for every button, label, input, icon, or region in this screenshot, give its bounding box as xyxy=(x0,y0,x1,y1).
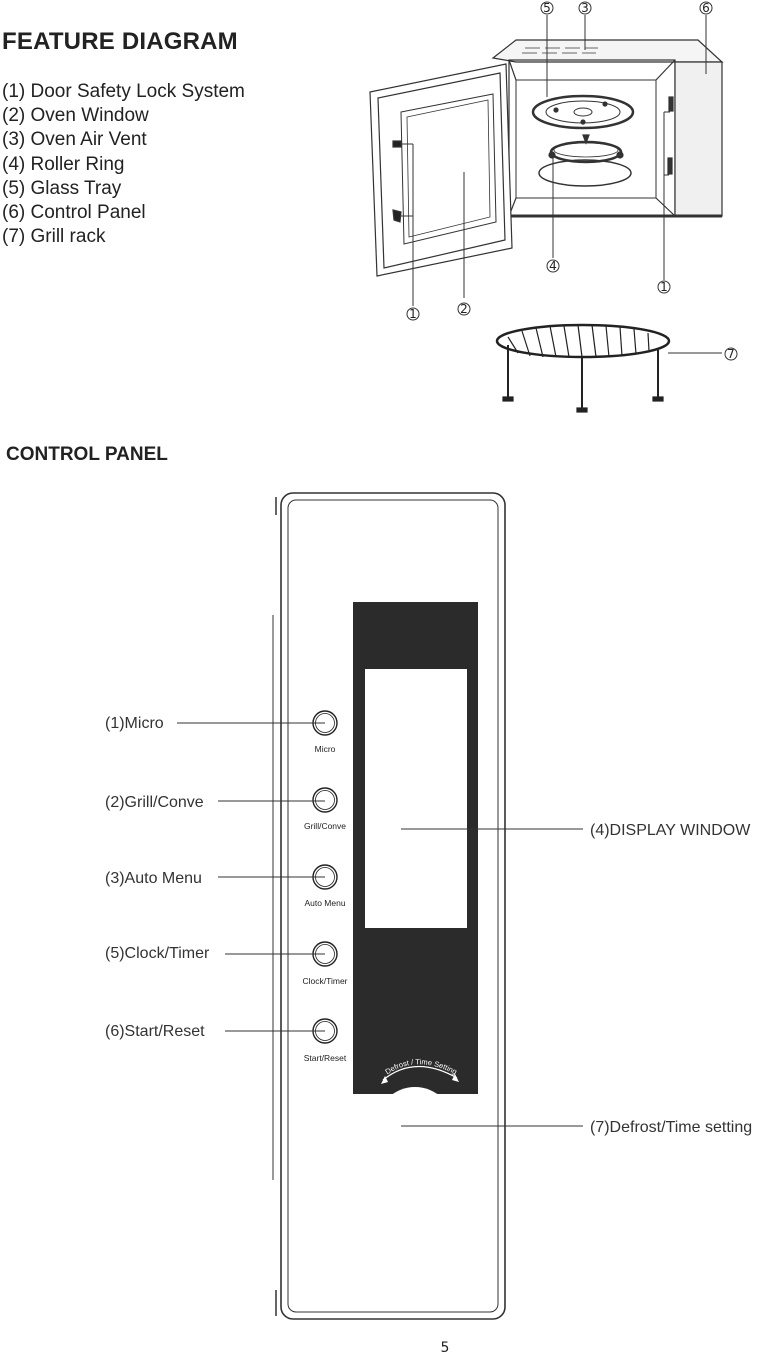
oven-top xyxy=(491,39,724,63)
cavity-floor xyxy=(538,159,632,187)
cavity-slot-bottom xyxy=(667,157,673,175)
page-number: 5 xyxy=(440,1340,450,1356)
dial-arc xyxy=(382,1065,458,1081)
door-lock-top xyxy=(392,140,402,148)
marker-4: 4 xyxy=(549,259,557,273)
oven-door xyxy=(369,63,513,277)
feature-item-glass-tray: (5) Glass Tray xyxy=(2,177,122,199)
defrost-time-dial xyxy=(376,1087,454,1165)
feature-item-air-vent: (3) Oven Air Vent xyxy=(2,129,147,151)
auto-menu-button[interactable] xyxy=(312,864,338,890)
feature-list: (1) Door Safety Lock System (2) Oven Win… xyxy=(2,80,245,249)
auto-menu-button-label: Auto Menu xyxy=(304,898,345,908)
marker-circle-5 xyxy=(540,1,554,15)
panel-frame-inner xyxy=(287,499,499,1313)
callout-auto-menu: (3)Auto Menu xyxy=(105,870,202,887)
callout-start-reset: (6)Start/Reset xyxy=(105,1023,205,1040)
micro-button-label: Micro xyxy=(315,744,336,754)
marker-5: 5 xyxy=(543,1,551,15)
feature-item-control-panel: (6) Control Panel xyxy=(2,202,146,224)
callout-leaders xyxy=(177,722,583,1127)
oven-illustration: 5 3 6 4 1 1 2 7 xyxy=(369,1,738,413)
oven-control-panel xyxy=(674,61,723,217)
clock-timer-button[interactable] xyxy=(312,941,338,967)
oven-body xyxy=(508,59,676,217)
grill-conve-button[interactable] xyxy=(312,787,338,813)
marker-3: 3 xyxy=(581,1,589,15)
callout-micro: (1)Micro xyxy=(105,715,164,732)
marker-circle-1-left xyxy=(406,307,420,321)
marker-2: 2 xyxy=(460,302,468,316)
feature-item-door-lock: (1) Door Safety Lock System xyxy=(2,81,245,102)
marker-circle-7 xyxy=(724,347,738,361)
control-panel-title: CONTROL PANEL xyxy=(6,444,168,465)
cavity-slot-top xyxy=(668,96,674,112)
start-reset-button[interactable] xyxy=(312,1018,338,1044)
callout-clock-timer: (5)Clock/Timer xyxy=(105,945,210,962)
marker-circle-2 xyxy=(457,302,471,316)
dark-panel xyxy=(353,602,478,1094)
roller-ring xyxy=(549,140,623,164)
feature-diagram-title: FEATURE DIAGRAM xyxy=(2,28,238,55)
vent-slots xyxy=(522,47,598,54)
door-lock-bottom xyxy=(392,209,402,223)
marker-7: 7 xyxy=(727,347,735,361)
grill-rack xyxy=(495,323,671,413)
callout-grill-conve: (2)Grill/Conve xyxy=(105,794,204,811)
grill-conve-button-label: Grill/Conve xyxy=(304,821,346,831)
feature-item-grill-rack: (7) Grill rack xyxy=(2,226,106,248)
feature-item-oven-window: (2) Oven Window xyxy=(2,105,149,127)
oven-door-inner xyxy=(377,72,506,269)
oven-window xyxy=(400,93,497,245)
marker-circle-6 xyxy=(699,1,713,15)
marker-1-left: 1 xyxy=(409,307,417,321)
marker-circle-3 xyxy=(578,1,592,15)
marker-6: 6 xyxy=(702,1,710,15)
panel-frame-outer xyxy=(280,492,506,1320)
callout-defrost-time: (7)Defrost/Time setting xyxy=(590,1119,752,1136)
callout-display-window: (4)DISPLAY WINDOW xyxy=(590,822,751,839)
micro-button[interactable] xyxy=(312,710,338,736)
start-reset-button-label: Start/Reset xyxy=(304,1053,347,1063)
display-window xyxy=(365,669,467,928)
marker-circle-1-right xyxy=(657,280,671,294)
feature-item-roller-ring: (4) Roller Ring xyxy=(2,153,125,175)
leader-lines xyxy=(401,15,722,354)
marker-circle-4 xyxy=(546,259,560,273)
marker-1-right: 1 xyxy=(660,280,668,294)
clock-timer-button-label: Clock/Timer xyxy=(302,976,347,986)
glass-tray xyxy=(531,94,635,130)
dial-arc-label: Defrost / Time Setting xyxy=(383,1057,458,1076)
